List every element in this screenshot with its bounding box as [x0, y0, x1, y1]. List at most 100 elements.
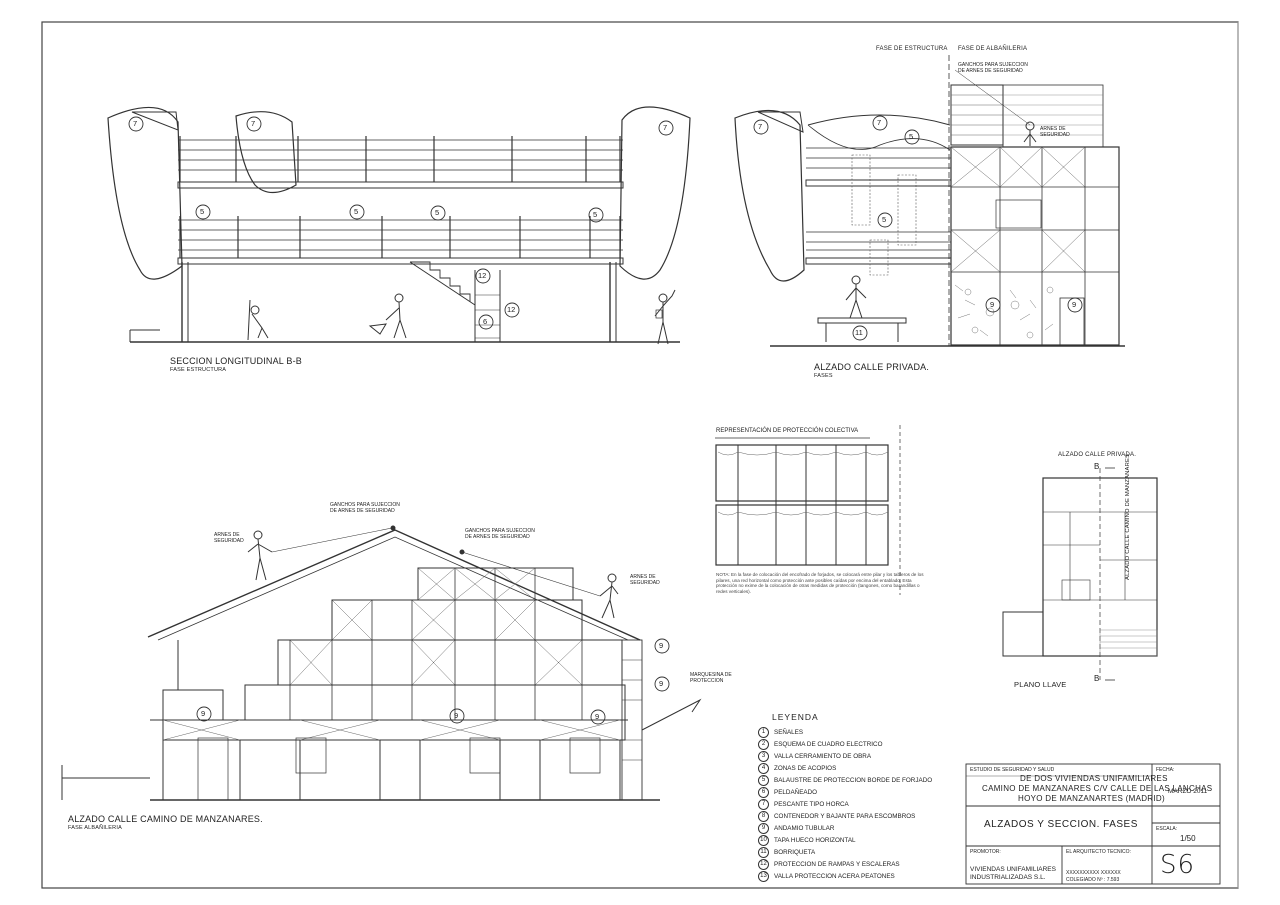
proteccion-colectiva-drawing: [715, 425, 901, 595]
callout-7b: 7: [251, 119, 256, 128]
callout-7e: 7: [877, 118, 882, 127]
section-bb-subtitle: FASE ESTRUCTURA: [170, 367, 227, 373]
tb-sheet-title: ALZADOS Y SECCION. FASES: [984, 819, 1138, 830]
tb-project-line-1: DE DOS VIVIENDAS UNIFAMILIARES: [1020, 774, 1168, 783]
legend-number: 1: [758, 727, 769, 738]
legend-item: 3 VALLA CERRAMIENTO DE OBRA: [758, 751, 871, 762]
callout-9b: 9: [1072, 300, 1077, 309]
legend-item: 11 BORRIQUETA: [758, 847, 815, 858]
callout-9a: 9: [990, 300, 995, 309]
plano-llave-elevation-label: ALZADO CALLE PRIVADA.: [1058, 452, 1137, 458]
legend-item: 1 SEÑALES: [758, 727, 803, 738]
legend-label: ESQUEMA DE CUADRO ELECTRICO: [774, 741, 883, 748]
legend-number: 6: [758, 787, 769, 798]
callout-9c: 9: [659, 641, 664, 650]
callout-12a: 12: [478, 271, 487, 280]
proteccion-title: REPRESENTACIÓN DE PROTECCIÓN COLECTIVA: [716, 428, 859, 434]
legend-item: 8 CONTENEDOR Y BAJANTE PARA ESCOMBROS: [758, 811, 915, 822]
legend-number: 12: [758, 859, 769, 870]
callout-12b: 12: [507, 305, 516, 314]
legend-label: PROTECCION DE RAMPAS Y ESCALERAS: [774, 861, 900, 868]
legend-number: 10: [758, 835, 769, 846]
section-bb-title: SECCION LONGITUDINAL B-B: [170, 356, 302, 366]
plano-llave-title: PLANO LLAVE: [1014, 680, 1067, 689]
tb-promoter-line-1: VIVIENDAS UNIFAMILIARES: [970, 866, 1056, 873]
callout-5f: 5: [882, 215, 887, 224]
callout-9d: 9: [659, 679, 664, 688]
legend-number: 5: [758, 775, 769, 786]
legend-number: 11: [758, 847, 769, 858]
phase-label-masonry: FASE DE ALBAÑILERIA: [958, 46, 1028, 52]
tb-scale-label: ESCALA:: [1156, 826, 1178, 832]
legend-label: PELDAÑEADO: [774, 789, 818, 796]
hook-note-2: GANCHOS PARA SUJECCION DE ARNES DE SEGUR…: [465, 528, 535, 540]
tb-colegiado: COLEGIADO Nº : 7.593: [1066, 877, 1120, 883]
legend-item: 13 VALLA PROTECCION ACERA PEATONES: [758, 871, 895, 882]
callout-7d: 7: [758, 122, 763, 131]
legend-number: 8: [758, 811, 769, 822]
legend-number: 2: [758, 739, 769, 750]
legend-number: 13: [758, 871, 769, 882]
alzado-privada-subtitle: FASES: [814, 373, 833, 379]
proteccion-note: NOTA: En la fase de colocación del encof…: [716, 572, 924, 594]
legend-label: BORRIQUETA: [774, 849, 816, 856]
legend-item: 2 ESQUEMA DE CUADRO ELECTRICO: [758, 739, 882, 750]
legend-number: 9: [758, 823, 769, 834]
legend-label: PESCANTE TIPO HORCA: [774, 801, 849, 808]
legend-label: SEÑALES: [774, 729, 804, 736]
alzado-manzanares-drawing: [61, 525, 702, 801]
alzado-privada-drawing: [734, 55, 1125, 347]
legend-label: BALAUSTRE DE PROTECCION BORDE DE FORJADO: [774, 777, 933, 784]
legend-item: 12 PROTECCION DE RAMPAS Y ESCALERAS: [758, 859, 900, 870]
legend-item: 5 BALAUSTRE DE PROTECCION BORDE DE FORJAD…: [758, 775, 932, 786]
callout-7a: 7: [133, 119, 138, 128]
legend-item: 9 ANDAMIO TUBULAR: [758, 823, 834, 834]
legend-label: VALLA PROTECCION ACERA PEATONES: [774, 873, 895, 880]
alzado-manzanares-subtitle: FASE ALBAÑILERIA: [68, 825, 122, 831]
legend-number: 3: [758, 751, 769, 762]
section-mark-bottom: B: [1094, 674, 1100, 683]
legend-item: 6 PELDAÑEADO: [758, 787, 817, 798]
tb-architect-label: EL ARQUITECTO TECNICO:: [1066, 849, 1131, 855]
callout-9e: 9: [201, 709, 206, 718]
title-block-frame: [965, 763, 1221, 885]
legend-item: 10 TAPA HUECO HORIZONTAL: [758, 835, 856, 846]
tb-date: MARZO 2011: [1168, 788, 1208, 795]
tb-promoter-label: PROMOTOR:: [970, 849, 1001, 855]
hook-note-privada: GANCHOS PARA SUJECCION DE ARNES DE SEGUR…: [958, 62, 1028, 74]
callout-circles: [128, 115, 1083, 725]
tb-study: ESTUDIO DE SEGURIDAD Y SALUD: [970, 767, 1055, 773]
tb-scale: 1/50: [1180, 834, 1196, 843]
tb-date-label: FECHA:: [1156, 767, 1175, 773]
legend-label: VALLA CERRAMIENTO DE OBRA: [774, 753, 872, 760]
section-bb-drawing: [107, 106, 691, 345]
callout-11: 11: [855, 328, 863, 337]
callout-5b: 5: [354, 207, 359, 216]
legend-label: ZONAS DE ACOPIOS: [774, 765, 837, 772]
phase-label-structure: FASE DE ESTRUCTURA: [876, 46, 948, 52]
legend-item: 4 ZONAS DE ACOPIOS: [758, 763, 836, 774]
legend-label: TAPA HUECO HORIZONTAL: [774, 837, 856, 844]
harness-note-privada: ARNES DE SEGURIDAD: [1040, 126, 1070, 138]
section-mark-top: B: [1094, 462, 1100, 471]
alzado-privada-title: ALZADO CALLE PRIVADA.: [814, 362, 930, 372]
legend-label: CONTENEDOR Y BAJANTE PARA ESCOMBROS: [774, 813, 916, 820]
callout-5c: 5: [435, 208, 440, 217]
harness-left: ARNES DE SEGURIDAD: [214, 532, 244, 544]
legend-number: 4: [758, 763, 769, 774]
callout-5a: 5: [200, 207, 205, 216]
marquesina-note: MARQUESINA DE PROTECCION: [690, 672, 732, 684]
callout-7c: 7: [663, 123, 668, 132]
alzado-manzanares-title: ALZADO CALLE CAMINO DE MANZANARES.: [68, 814, 263, 824]
callout-9f: 9: [454, 711, 459, 720]
tb-project-line-3: HOYO DE MANZANARTES (MADRID): [1018, 794, 1165, 803]
legend-label: ANDAMIO TUBULAR: [774, 825, 835, 832]
tb-sheet-number: S6: [1160, 850, 1196, 880]
callout-9g: 9: [595, 712, 600, 721]
callout-6: 6: [483, 317, 488, 326]
callout-5e: 5: [909, 132, 914, 141]
tb-project-line-2: CAMINO DE MANZANARES C/V CALLE DE LAS LA…: [982, 784, 1213, 793]
